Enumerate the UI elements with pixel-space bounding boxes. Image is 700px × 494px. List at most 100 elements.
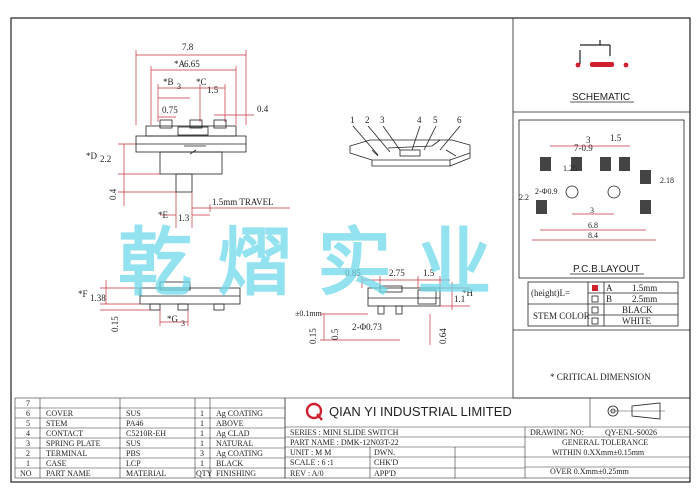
pin-label-5: 5	[433, 115, 438, 125]
stem-black-box[interactable]	[591, 306, 599, 314]
bom-row-qty: 1	[200, 409, 204, 418]
title-block: QIAN YI INDUSTRIAL LIMITED DRAWING NO: Q…	[284, 397, 691, 479]
bom-row-qty: 1	[200, 429, 204, 438]
pin-label-4: 4	[417, 115, 422, 125]
dim-hole: 2-Φ0.73	[352, 322, 382, 332]
bom-row-qty: 1	[200, 459, 204, 468]
pcb-title: P.C.B.LAYOUT	[573, 264, 640, 275]
bom-row-finishing: Ag CLAD	[216, 429, 250, 438]
bom-row-part: STEM	[46, 419, 67, 428]
pad	[571, 157, 582, 171]
dim-f-value: 1.38	[90, 293, 106, 303]
dim-e-value: 1.3	[178, 213, 190, 223]
bom-col-material: MATERIAL	[126, 469, 167, 478]
bom-row-qty: 3	[200, 449, 204, 458]
dim-c-label: *C	[196, 77, 207, 87]
unit: UNIT : M M	[290, 448, 331, 457]
pin-label-6: 6	[457, 115, 462, 125]
pcb-hole	[607, 185, 621, 199]
sheet-border	[10, 17, 691, 483]
pad	[640, 200, 651, 214]
dim-a-value: 6.65	[184, 59, 200, 69]
stem-white-label: WHITE	[622, 316, 651, 326]
pcb-dim-2phi: 2-Φ0.9	[535, 187, 558, 196]
bom-row-finishing: Ag COATING	[216, 449, 263, 458]
bom-row-finishing: NATURAL	[216, 439, 253, 448]
stem-color-label: STEM COLOR	[533, 311, 590, 321]
bom-col-part: PART NAME	[46, 469, 91, 478]
stem-black-label: BLACK	[622, 305, 653, 315]
pcb-dim-7-09: 7-0.9	[574, 143, 593, 153]
bom-row-part: TERMINAL	[46, 449, 87, 458]
dim-g-sub: 3	[181, 319, 185, 328]
dim-b-label: *B	[163, 77, 174, 87]
dim-f-label: *F	[78, 289, 88, 299]
pcb-dim-84: 8.4	[588, 231, 598, 240]
chkd: CHK'D	[374, 458, 398, 467]
pcb-dim-3b: 3	[590, 206, 594, 215]
dim-04-right: 0.4	[257, 104, 269, 114]
bom-row-no: 4	[26, 429, 30, 438]
bom-row-material: C5210R-EH	[126, 429, 166, 438]
scale: SCALE : 6 :1	[290, 458, 334, 467]
pcb-dim-125: 1.25	[563, 164, 577, 173]
bom-row-no: 3	[26, 439, 30, 448]
bom-row-material: LCP	[126, 459, 141, 468]
drawing-no: QY-ENL-S0026	[605, 428, 657, 437]
bom-row-part: SPRING PLATE	[46, 439, 101, 448]
travel-label: 1.5mm TRAVEL	[212, 197, 274, 207]
drawing-no-label: DRAWING NO:	[530, 428, 584, 437]
series: SERIES : MINI SLIDE SWITCH	[290, 428, 399, 437]
pad	[540, 157, 551, 171]
bom-row-qty: 1	[200, 439, 204, 448]
tolerance-2: OVER 0.Xmm±0.25mm	[550, 467, 630, 476]
stem-white-box[interactable]	[591, 317, 599, 325]
dim-064: 0.64	[438, 328, 448, 344]
dim-d-label: *D	[86, 151, 98, 161]
pin-label-2: 2	[365, 115, 370, 125]
bom-row-material: PBS	[126, 449, 140, 458]
pin-label-1: 1	[350, 115, 355, 125]
bom-row-no: 5	[26, 419, 30, 428]
option-b-code: B	[606, 294, 612, 304]
dim-a-label: *A	[174, 59, 186, 69]
dim-c-value: 1.5	[207, 85, 219, 95]
option-a-box[interactable]	[592, 285, 598, 291]
bom-row-material: SUS	[126, 439, 141, 448]
dim-b-sub: 3	[177, 82, 181, 91]
pad	[640, 170, 651, 184]
pcb-dim-15: 1.5	[610, 133, 622, 143]
front-view: *F 1.38 0.15 *G 3	[78, 280, 241, 332]
critical-note: * CRITICAL DIMENSION	[550, 372, 651, 382]
bom-row-material: PA46	[126, 419, 144, 428]
dim-g-label: *G	[167, 314, 179, 324]
dim-h-value: 1.1	[454, 294, 465, 304]
pcb-dim-22: 2.2	[519, 193, 529, 202]
company-logo	[305, 402, 323, 420]
dim-075: 0.75	[162, 105, 178, 115]
option-a-code: A	[606, 283, 613, 293]
schematic-title: SCHEMATIC	[572, 92, 630, 103]
dim-side-15: 1.5	[423, 268, 435, 278]
bom-row-finishing: ABOVE	[216, 419, 244, 428]
top-view: 7.8 *A 6.65 *B 3 *C 1.5 0.75 0.4	[86, 42, 290, 228]
option-b-box[interactable]	[591, 295, 599, 303]
option-b-value: 2.5mm	[632, 294, 657, 304]
dim-d-value: 2.2	[100, 154, 111, 164]
bom-row-part: CONTACT	[46, 429, 83, 438]
dim-small-tol: ±0.1mm	[295, 309, 323, 318]
dim-front-015: 0.15	[110, 316, 120, 332]
height-table: (height)L= A B 1.5mm 2.5mm STEM COLOR BL…	[527, 281, 679, 327]
iso-view: 1 2 3 4 5 6	[349, 115, 471, 167]
bom-row-qty: 1	[200, 419, 204, 428]
bom-row-no: 1	[26, 459, 30, 468]
switch-contact	[590, 62, 614, 67]
rev: REV : A/0	[290, 469, 324, 478]
part-name: PART NAME : DMK-12N03T-22	[290, 438, 399, 447]
appd: APP'D	[374, 469, 396, 478]
watermark: 乾 熠 实 业	[118, 220, 491, 306]
dim-e-label: *E	[158, 210, 169, 220]
bom-col-qty: QTY	[196, 469, 213, 478]
bom-col-no: NO	[20, 469, 32, 478]
